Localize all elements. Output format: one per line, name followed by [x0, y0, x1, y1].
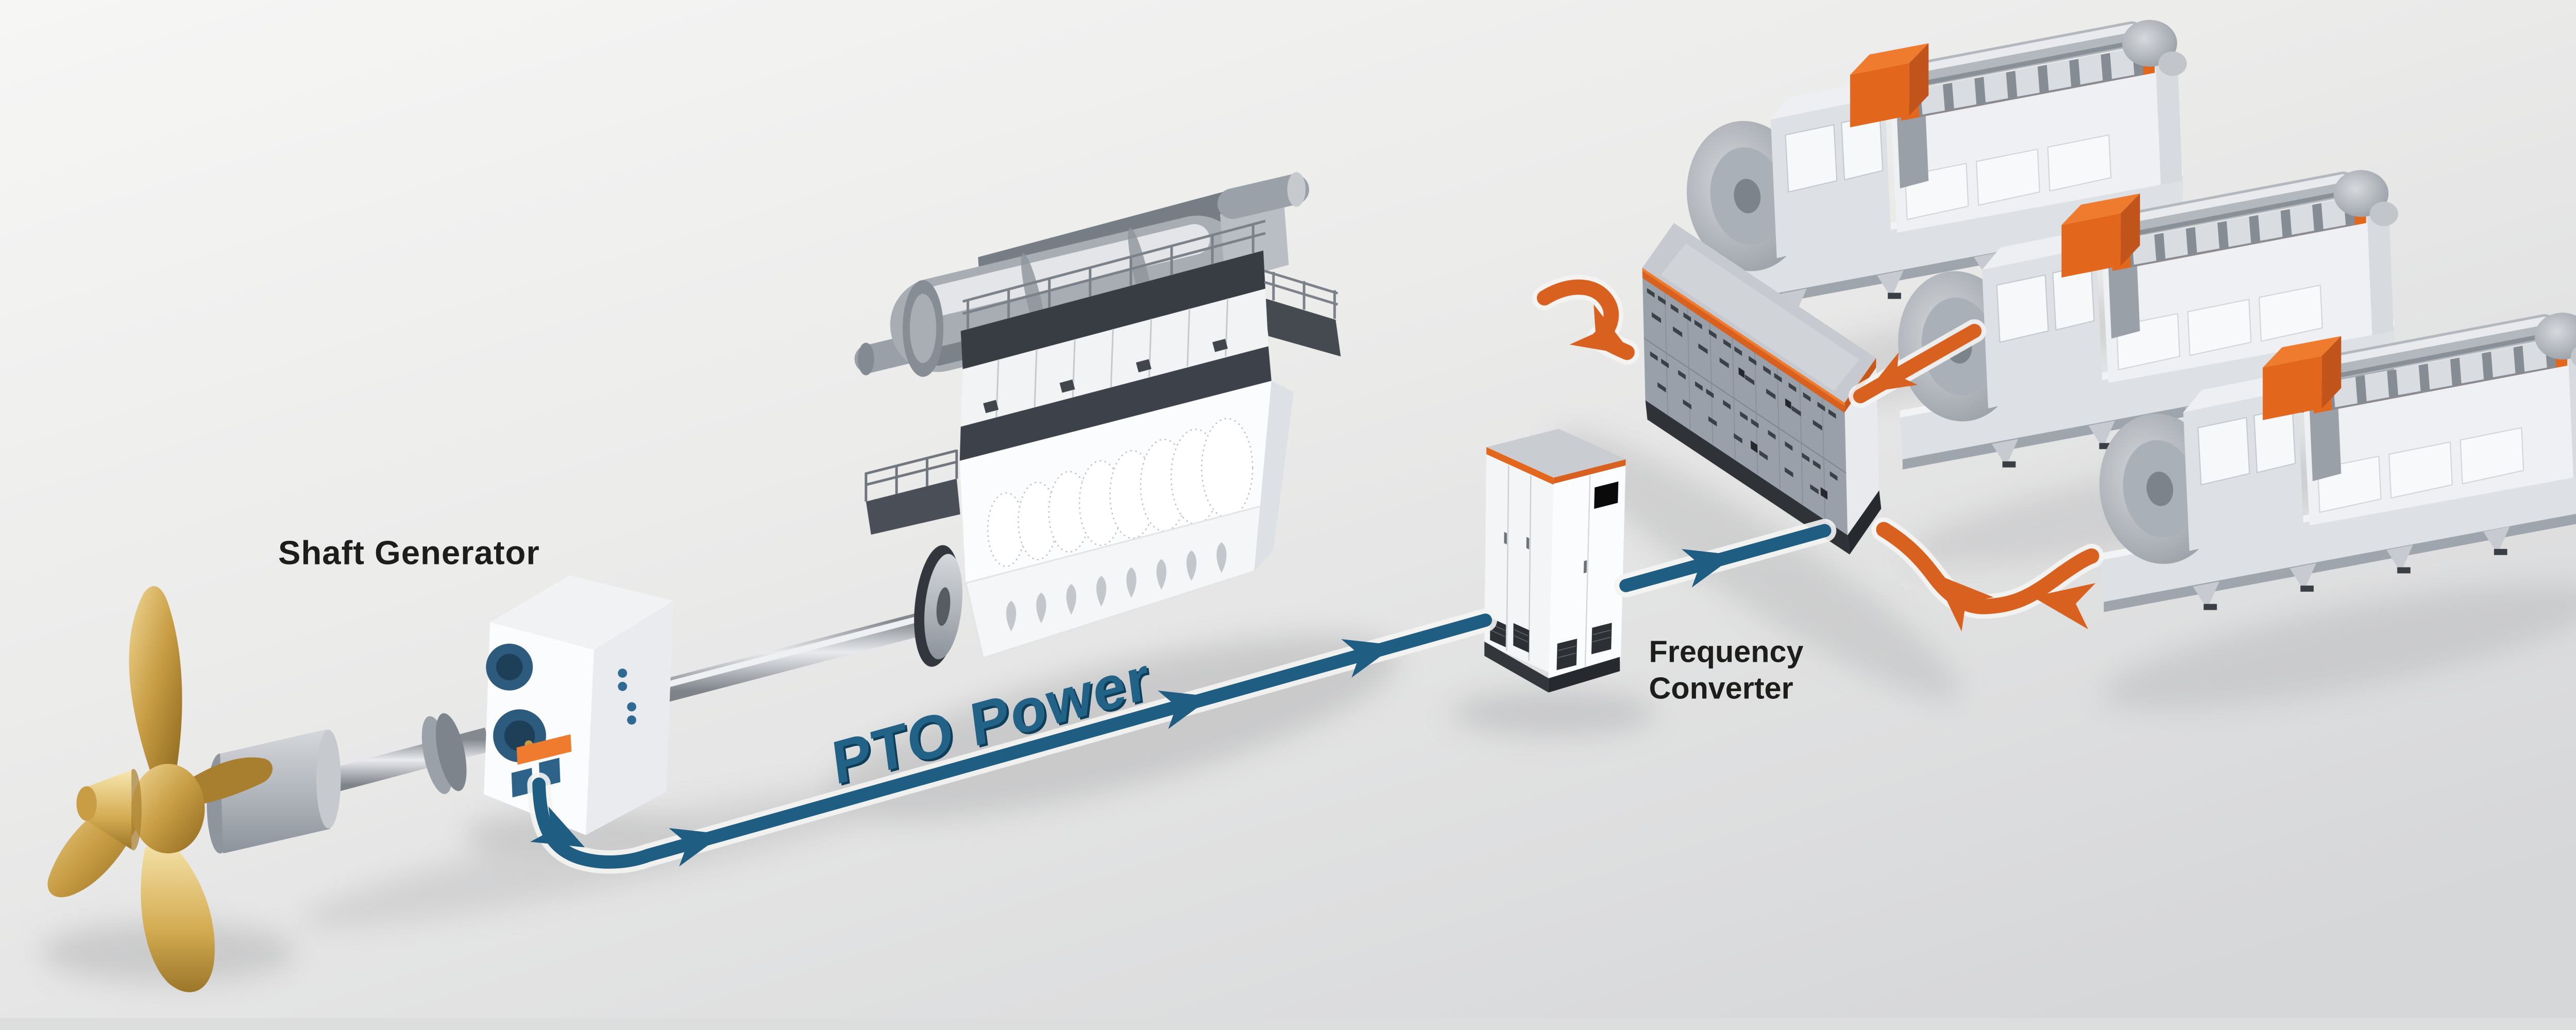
pto-power-cable [527, 519, 1837, 874]
shaft-generator [484, 575, 674, 835]
converter-display [1594, 481, 1619, 509]
indicator-dots [618, 668, 636, 725]
frequency-converter [1484, 428, 1626, 693]
orange-badge [516, 734, 572, 765]
svg-text:Frequency: Frequency [1649, 634, 1804, 668]
propeller-shaft [311, 545, 963, 797]
main-engine [854, 172, 1341, 659]
propeller [47, 586, 341, 992]
svg-text:Converter: Converter [1649, 671, 1793, 706]
shaft-generator-label: Shaft Generator [278, 534, 540, 572]
frequency-converter-label: Frequency Converter [1649, 634, 1804, 705]
genset-cable-1 [1532, 274, 1646, 376]
shaft-collar [421, 713, 467, 794]
genset-cable-3 [1871, 517, 2104, 632]
engine-flywheel [914, 545, 963, 667]
main-switchboard [1642, 223, 1882, 555]
genset-cable-2 [1849, 319, 1987, 409]
